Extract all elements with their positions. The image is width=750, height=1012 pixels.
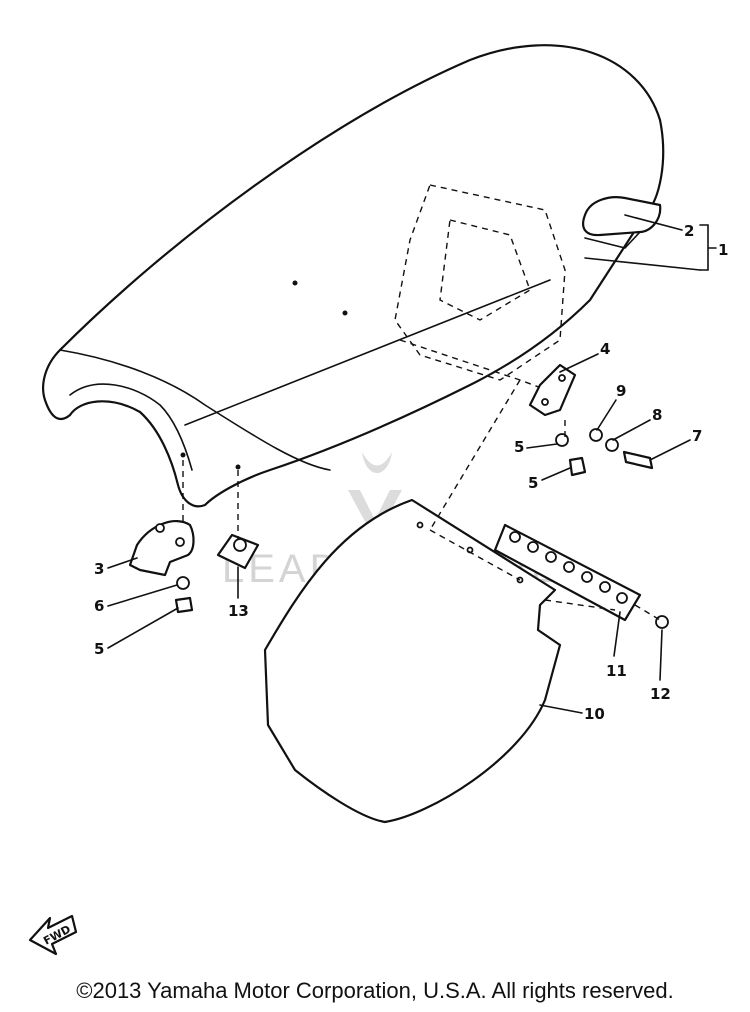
center-line [429, 379, 521, 531]
leader-8 [612, 419, 651, 441]
watermark-flame-icon [362, 452, 392, 473]
leader-11 [613, 611, 621, 657]
center-line [634, 604, 661, 621]
leader-lines [107, 214, 717, 714]
callout-5-lower: 5 [528, 474, 538, 492]
forward-arrow-icon [28, 914, 78, 956]
callout-6: 6 [94, 597, 104, 615]
callout-5-left: 5 [94, 640, 104, 658]
seat-body [42, 44, 665, 508]
strip-lens [581, 571, 593, 583]
seat-mount-hole [180, 452, 186, 458]
seat-mount-hole [235, 464, 241, 470]
watermark-logo-icon [348, 490, 402, 540]
seat-base-line [184, 279, 551, 426]
parts-diagram: LEADVENTURE [28, 44, 728, 956]
callout-1: 1 [718, 241, 728, 259]
strip-lens [616, 592, 628, 604]
callout-7: 7 [692, 427, 702, 445]
leader-5b [541, 467, 571, 481]
callouts: 1 2 3 4 5 5 5 6 7 8 9 10 11 12 13 [94, 222, 728, 723]
leader-2 [624, 214, 683, 231]
washer-6 [176, 576, 190, 590]
center-line [544, 599, 616, 611]
leader-12 [659, 629, 663, 681]
leader-10 [539, 704, 583, 714]
reflector-strip [493, 523, 642, 622]
license-plate [263, 498, 562, 824]
leader-5c [107, 607, 179, 649]
callout-8: 8 [652, 406, 662, 424]
bracket-hole [175, 537, 185, 547]
leader-3 [107, 557, 138, 569]
seat-mount-hole [292, 280, 298, 286]
bolt-7 [622, 450, 654, 470]
callout-4: 4 [600, 340, 610, 358]
seat-strap [582, 196, 662, 249]
strip-lens [563, 561, 575, 573]
plate-body [263, 498, 562, 824]
strap-body [582, 196, 662, 237]
forward-arrow: FWD [28, 914, 78, 956]
leader-5a [526, 443, 558, 449]
callout-5-upper: 5 [514, 438, 524, 456]
washer-9 [589, 428, 603, 442]
copyright-notice: ©2013 Yamaha Motor Corporation, U.S.A. A… [76, 978, 674, 1003]
bolt-5-left [174, 596, 194, 614]
seat-mount-hole [342, 310, 348, 316]
leader-4 [559, 353, 599, 373]
hinge-hole [541, 398, 549, 406]
callout-9: 9 [616, 382, 626, 400]
seat-pan-outline [394, 184, 566, 381]
callout-10: 10 [584, 705, 605, 723]
washer-8 [605, 438, 619, 452]
strip-lens [599, 581, 611, 593]
leader-6 [107, 584, 178, 607]
fasteners [174, 428, 669, 629]
assembly-lines [182, 379, 661, 621]
bracket-1 [699, 224, 717, 271]
strip-lens [545, 551, 557, 563]
callout-13: 13 [228, 602, 249, 620]
hinge-bracket [528, 363, 577, 417]
plate-hole [416, 521, 424, 529]
nut-plate-boss [233, 538, 247, 552]
seat-side-contour [69, 383, 193, 471]
seat-bracket [128, 520, 195, 577]
strip-lens [527, 541, 539, 553]
strip-lens [509, 531, 521, 543]
callout-12: 12 [650, 685, 671, 703]
seat [42, 44, 665, 508]
callout-2: 2 [684, 222, 694, 240]
nut-12 [655, 615, 669, 629]
seat-piping [59, 349, 331, 471]
callout-3: 3 [94, 560, 104, 578]
bolt-5-lower [568, 456, 587, 477]
strap-edge [584, 231, 641, 249]
seat-pan-inner [439, 219, 531, 321]
leader-7 [649, 439, 691, 461]
callout-11: 11 [606, 662, 627, 680]
bracket-hole [155, 523, 165, 533]
leader-1 [584, 257, 701, 271]
leader-9 [596, 399, 617, 431]
nut-plate [216, 533, 260, 570]
bolt-5-upper [555, 433, 569, 447]
hinge-hole [558, 374, 566, 382]
hinge-plate [528, 363, 577, 417]
